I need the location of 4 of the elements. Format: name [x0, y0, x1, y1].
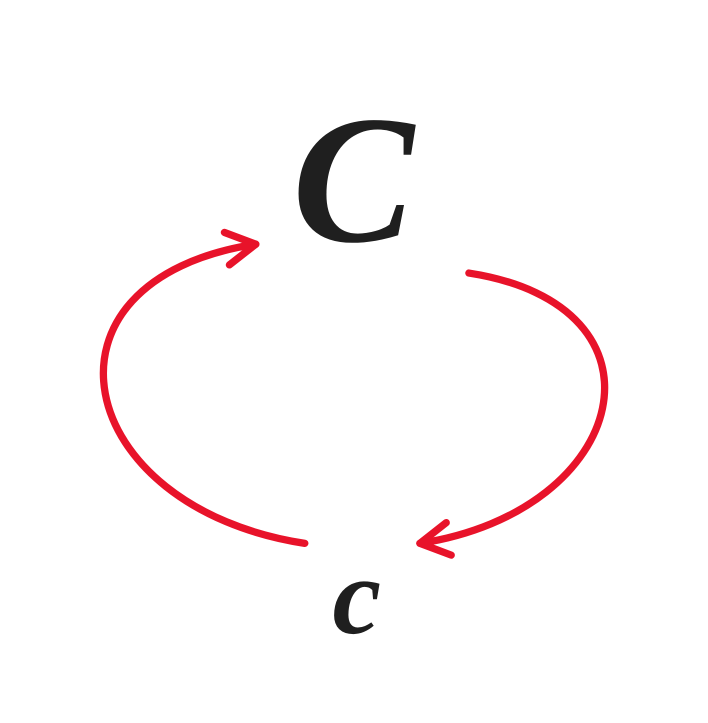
node-text: C — [292, 79, 414, 282]
arrow — [100, 231, 308, 547]
node-text: c — [332, 536, 382, 658]
arrow — [416, 269, 608, 556]
